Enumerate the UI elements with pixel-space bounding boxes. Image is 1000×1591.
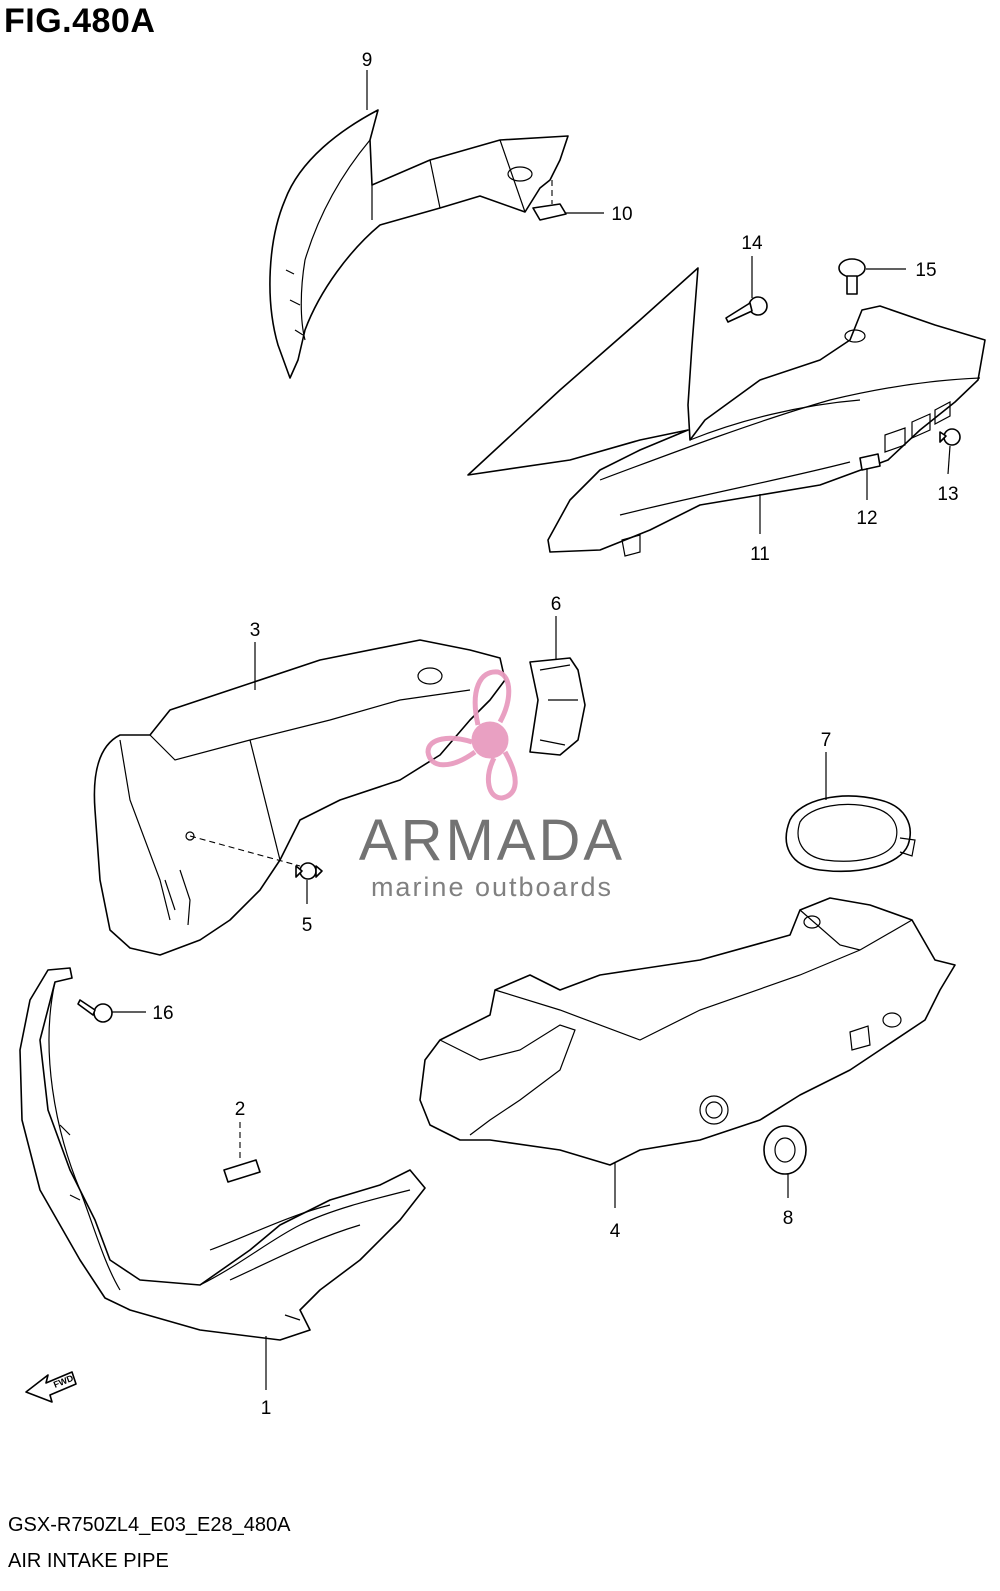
part-15-grommet[interactable]: [838, 258, 866, 295]
part-8-grommet[interactable]: [763, 1125, 807, 1175]
callout-1: 1: [261, 1398, 272, 1419]
figure-title: FIG.480A: [4, 2, 156, 40]
model-code: GSX-R750ZL4_E03_E28_480A: [8, 1514, 291, 1536]
section-name: AIR INTAKE PIPE: [8, 1550, 169, 1572]
part-12-tab[interactable]: [859, 453, 881, 471]
part-4-intake-duct[interactable]: [419, 897, 956, 1166]
callout-8: 8: [783, 1208, 794, 1229]
watermark-brand: ARMADA: [359, 808, 625, 873]
callout-14: 14: [741, 233, 763, 254]
part-6-seal[interactable]: [529, 657, 586, 756]
callout-7: 7: [821, 730, 832, 751]
part-7-ring-seal[interactable]: [785, 795, 916, 873]
watermark: ARMADA marine outboards: [359, 669, 625, 902]
callout-10: 10: [611, 204, 632, 225]
part-10-pad[interactable]: [532, 203, 567, 221]
callout-6: 6: [551, 594, 562, 615]
watermark-tagline: marine outboards: [371, 872, 613, 902]
part-14-screw[interactable]: [725, 296, 768, 323]
callout-13: 13: [937, 484, 958, 505]
part-13-rivet[interactable]: [939, 428, 961, 446]
callout-15: 15: [915, 260, 936, 281]
callout-11: 11: [750, 544, 770, 565]
callout-5: 5: [302, 915, 313, 936]
callout-3: 3: [250, 620, 261, 641]
part-11-side-panel[interactable]: [467, 267, 986, 557]
part-1-front-panel[interactable]: [19, 967, 426, 1341]
part-16-screw[interactable]: [77, 999, 113, 1023]
callout-12: 12: [856, 508, 877, 529]
callout-4: 4: [610, 1221, 621, 1242]
part-3-intake-duct[interactable]: [93, 639, 506, 956]
callout-9: 9: [362, 50, 373, 71]
part-5-rivet[interactable]: [295, 862, 323, 880]
callout-2: 2: [235, 1099, 246, 1120]
part-2-label[interactable]: [223, 1159, 261, 1183]
fwd-arrow-icon: FWD: [25, 1371, 77, 1403]
callout-labels: 1 2 3 4 5 6 7 8 9 10 11 12 13 14 15 16: [152, 50, 958, 1419]
callout-16: 16: [152, 1003, 173, 1024]
part-9-duct-cover[interactable]: [269, 109, 569, 379]
propeller-logo-icon: [425, 669, 518, 801]
leader-lines: [112, 70, 951, 1390]
